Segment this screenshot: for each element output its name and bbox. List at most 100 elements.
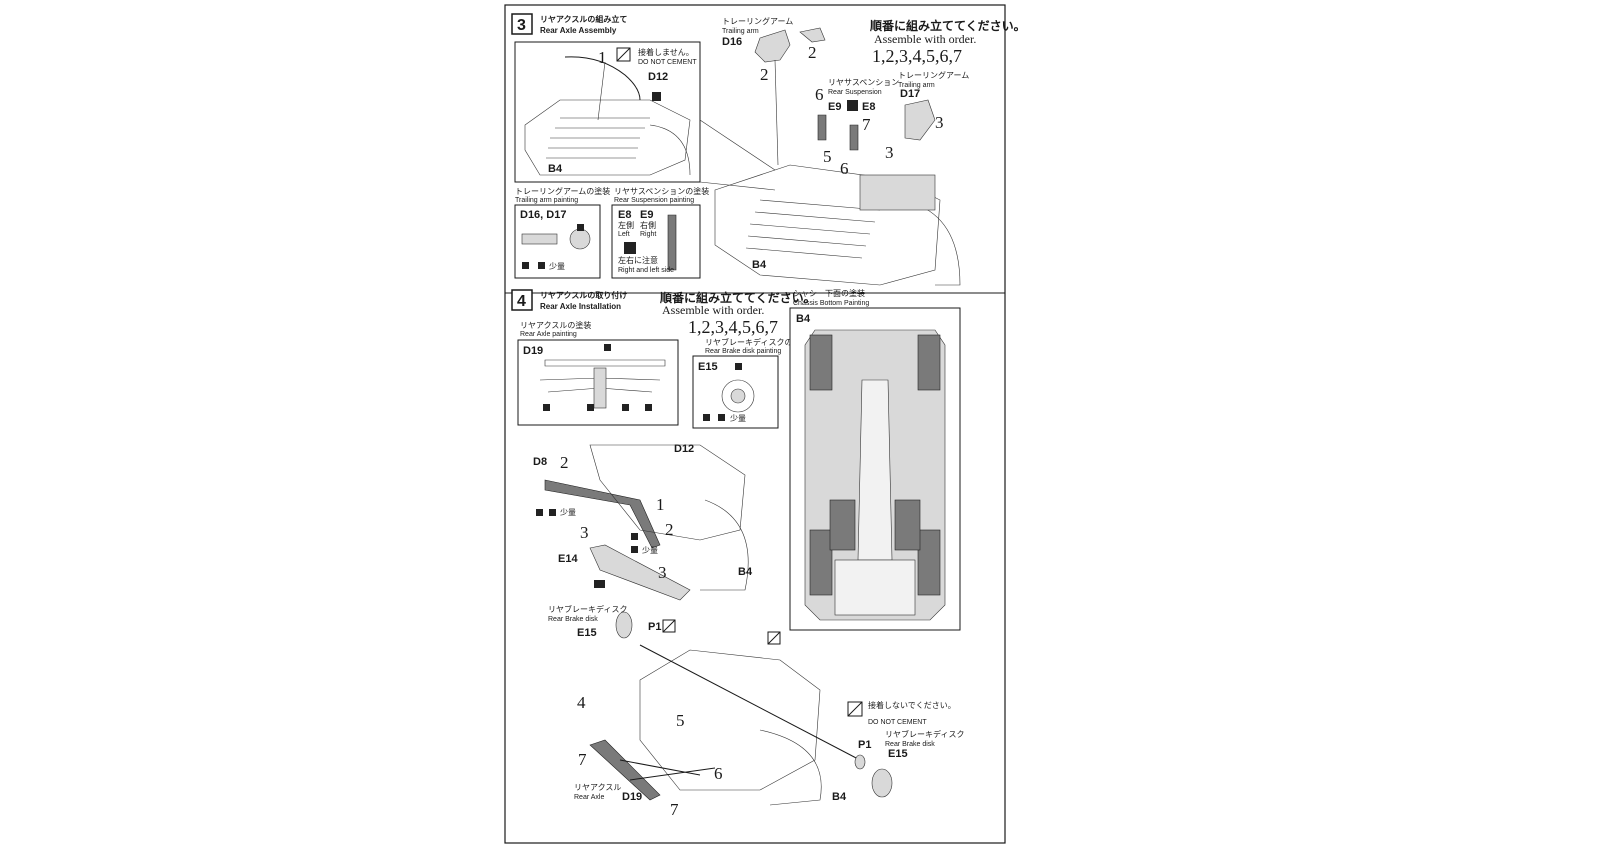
callout-1-leader xyxy=(597,61,606,121)
d8-mix-a xyxy=(536,509,543,516)
inset-disk-part: E15 xyxy=(698,361,718,373)
axle-upper-wheel-arch xyxy=(700,499,749,591)
axle-beam-lower xyxy=(639,644,861,761)
callout-3b: 3 xyxy=(885,143,894,162)
inset-disk-inner xyxy=(730,388,746,404)
part-d12-label-4: D12 xyxy=(674,443,694,455)
brake-disk-jp-1: リヤブレーキディスク xyxy=(548,604,627,614)
inset-trailing-hub xyxy=(569,228,591,250)
inset-trailing-mix-a xyxy=(522,262,529,269)
inset-trailing-title-en: Trailing arm painting xyxy=(515,197,578,204)
inset-susp-title-jp: リヤサスペンションの塗装 xyxy=(614,186,709,196)
inset-susp-right-en: Right xyxy=(640,231,656,238)
brake-disk-en-2: Rear Brake disk xyxy=(885,741,935,748)
inset-susp-both-en: Right and left side xyxy=(618,267,674,274)
inset-leader-top xyxy=(699,119,776,171)
e15-disk-left xyxy=(615,611,633,639)
part-p1-label-2: P1 xyxy=(858,739,871,751)
part-e8-label: E8 xyxy=(862,101,875,113)
step4-title-jp: リヤアクスルの取り付け xyxy=(540,290,627,300)
floor-pan-ribs xyxy=(546,117,650,159)
callout-4-2a: 2 xyxy=(560,453,569,472)
inset-susp-title-en: Rear Suspension painting xyxy=(614,197,694,204)
inset-disk-title-jp: リヤブレーキディスクの塗装 xyxy=(705,337,808,347)
mix-chip-mid-a xyxy=(631,533,638,540)
d16-leader xyxy=(774,59,779,166)
axle-lower-body xyxy=(639,649,821,791)
paint-code-chip xyxy=(652,92,661,101)
d17-arm xyxy=(904,99,936,141)
no-cement-slash-right xyxy=(847,701,863,717)
inset-susp-left-jp: 左側 xyxy=(618,220,634,230)
step4-order-en: Assemble with order. xyxy=(662,303,764,317)
inset-trailing-mix: 少量 xyxy=(549,262,565,271)
b4-floor-main-ribs xyxy=(745,199,881,259)
no-cement-slash-top xyxy=(767,631,781,645)
inset-susp-e9: E9 xyxy=(640,209,653,221)
callout-4-6: 6 xyxy=(714,764,723,783)
step4-number-box xyxy=(511,289,533,311)
chassis-rear-wheel-left xyxy=(809,529,833,596)
inset-axle-code-top xyxy=(604,344,611,351)
step3-section: 3 リヤアクスルの組み立て Rear Axle Assembly 順番に組み立て… xyxy=(511,13,1026,286)
d19-link xyxy=(619,759,716,781)
callout-1: 1 xyxy=(598,48,607,67)
inset-trailing-title-jp: トレーリングアームの塗装 xyxy=(515,186,610,196)
inset-disk-code-top xyxy=(735,363,742,370)
step4-number: 4 xyxy=(517,293,526,310)
no-cement-icon-slash xyxy=(616,47,631,62)
step3-order-en: Assemble with order. xyxy=(874,32,976,46)
e14-code xyxy=(594,580,605,588)
step4-order-jp: 順番に組み立ててください。 xyxy=(659,290,816,305)
chassis-rear-panel xyxy=(834,559,916,616)
p1-collar-right xyxy=(854,754,866,770)
callout-4-7a: 7 xyxy=(578,750,587,769)
part-b4-label-4a: B4 xyxy=(738,566,753,578)
callout-2a: 2 xyxy=(808,43,817,62)
e14-bumper xyxy=(589,544,691,601)
inset-axle-part: D19 xyxy=(523,345,543,357)
callout-2b: 2 xyxy=(760,65,769,84)
callout-4-5: 5 xyxy=(676,711,685,730)
chassis-exhaust-left xyxy=(829,499,856,551)
e9-spring xyxy=(817,114,827,141)
part-e15-label-2: E15 xyxy=(888,748,908,760)
callout-4-3a: 3 xyxy=(580,523,589,542)
inset-susp-chip xyxy=(624,242,636,254)
part-d17-label: D17 xyxy=(900,88,920,100)
step3-order-jp: 順番に組み立ててください。 xyxy=(869,18,1026,33)
chassis-rear-wheel-right xyxy=(917,529,941,596)
brake-disk-jp-2: リヤブレーキディスク xyxy=(885,729,964,739)
step3-number-box xyxy=(511,13,533,35)
chassis-front-wheel-right xyxy=(917,334,941,391)
callout-7: 7 xyxy=(862,115,871,134)
b4-floor-main xyxy=(714,164,941,286)
step3-order-seq: 1,2,3,4,5,6,7 xyxy=(872,46,962,66)
inset-disk-outer xyxy=(721,379,755,413)
callout-5: 6 xyxy=(815,85,824,104)
inset-trailing-arm xyxy=(521,233,558,245)
brake-disk-en-1: Rear Brake disk xyxy=(548,616,598,623)
chassis-title-en: Chassis Bottom Painting xyxy=(793,300,869,307)
trailing-arm-jp-1: トレーリングアーム xyxy=(722,16,793,26)
inset-disk-mix: 少量 xyxy=(730,414,746,423)
step4-title-en: Rear Axle Installation xyxy=(540,302,621,311)
part-b4-label-4b: B4 xyxy=(832,791,847,803)
inset-axle-code-3 xyxy=(622,404,629,411)
chassis-front-wheel-left xyxy=(809,334,833,391)
inset-leader-bottom xyxy=(699,181,776,191)
inset-axle-beam xyxy=(544,359,666,367)
rear-susp-jp: リヤサスペンション xyxy=(828,78,899,87)
callout-3a: 3 xyxy=(935,113,944,132)
p1-no-cement-slash-1 xyxy=(662,619,676,633)
inset-trailing-code xyxy=(577,224,584,231)
callout-6: 6 xyxy=(840,159,849,178)
callout-4-2b: 2 xyxy=(665,520,674,539)
step4-section: 4 リヤアクスルの取り付け Rear Axle Installation 順番に… xyxy=(511,288,964,819)
trailing-arm-jp-2: トレーリングアーム xyxy=(898,70,969,80)
step3-detail-inset xyxy=(514,41,701,183)
chassis-part: B4 xyxy=(796,313,811,325)
inset-disk-title-en: Rear Brake disk painting xyxy=(705,348,781,355)
chassis-tunnel xyxy=(857,379,893,561)
